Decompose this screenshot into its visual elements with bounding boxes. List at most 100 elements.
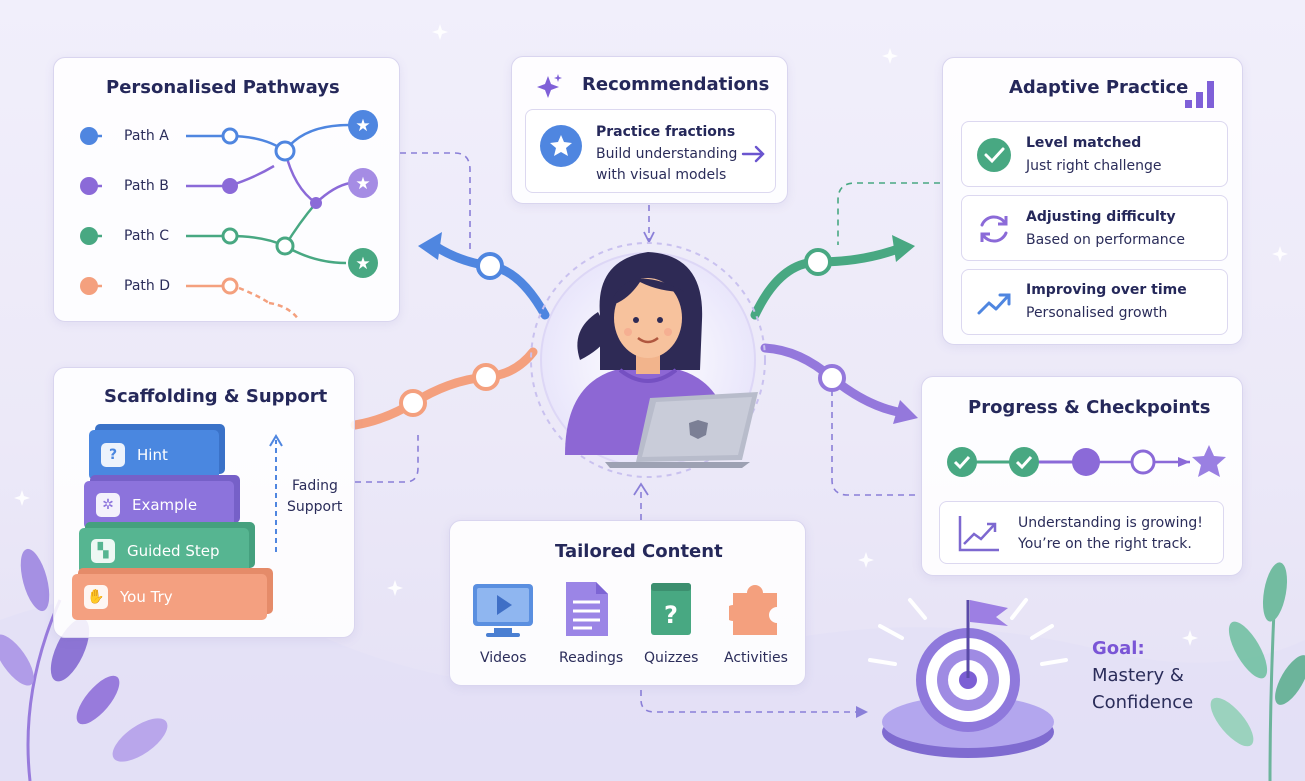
svg-text:?: ? xyxy=(664,601,678,629)
leaves-decoration-left xyxy=(0,548,168,781)
checkpoint-done-icon xyxy=(1009,447,1039,477)
hub-ring xyxy=(530,242,766,478)
adaptive-item-improving: Improving over time Personalised growth xyxy=(961,269,1228,335)
refresh-icon xyxy=(980,215,1008,243)
scaffolding-card: Scaffolding & Support ? Hint ✲ Example ▚… xyxy=(53,367,355,638)
hand-icon: ✋ xyxy=(84,585,108,609)
bar-chart-icon xyxy=(1185,81,1214,108)
recommendations-card: Recommendations Practice fractions Build… xyxy=(511,56,788,204)
quiz-icon[interactable]: ? xyxy=(648,581,694,637)
adaptive-item-desc: Based on performance xyxy=(1026,232,1185,248)
star-badge-icon xyxy=(540,125,582,167)
star-badge-icon-b: ★ xyxy=(348,168,378,198)
dashed-connectors xyxy=(355,152,940,713)
recommendation-item[interactable]: Practice fractions Build understanding w… xyxy=(525,109,776,193)
adaptive-item-title: Adjusting difficulty xyxy=(1026,209,1176,225)
checkpoint-done-icon xyxy=(947,447,977,477)
path-d-label: Path D xyxy=(124,278,170,294)
star-goal-icon xyxy=(1192,445,1226,477)
flow-node-blue xyxy=(476,252,504,280)
adaptive-item-desc: Personalised growth xyxy=(1026,305,1168,321)
adaptive-card: Adaptive Practice Level matched Just rig… xyxy=(942,57,1243,345)
sparkle-icons xyxy=(14,24,1288,646)
block-hint-label: Hint xyxy=(137,446,168,464)
path-a-icon xyxy=(80,127,102,145)
path-b-label: Path B xyxy=(124,178,169,194)
video-icon[interactable] xyxy=(472,582,534,638)
goal-line1: Mastery & xyxy=(1092,665,1184,686)
content-title: Tailored Content xyxy=(555,541,723,562)
progress-message-box: Understanding is growing! You’re on the … xyxy=(939,501,1224,564)
fading-arrow-icon xyxy=(269,434,283,552)
arrow-head-up xyxy=(633,482,649,496)
path-a-label: Path A xyxy=(124,128,169,144)
adaptive-item-level: Level matched Just right challenge xyxy=(961,121,1228,187)
fading-line1: Fading xyxy=(292,478,338,494)
leaves-decoration-right xyxy=(1210,562,1305,781)
content-label-readings: Readings xyxy=(559,650,624,666)
learner-illustration xyxy=(565,252,758,468)
progress-title: Progress & Checkpoints xyxy=(968,397,1211,418)
goal-line2: Confidence xyxy=(1092,692,1194,713)
flow-arrow-peach xyxy=(350,347,538,430)
flow-node-purple xyxy=(818,364,846,392)
flow-node-peach-2 xyxy=(472,363,500,391)
progress-card: Progress & Checkpoints Understanding is … xyxy=(921,376,1243,576)
block-you-try: ✋ You Try xyxy=(72,574,267,620)
scaffolding-title: Scaffolding & Support xyxy=(104,386,328,407)
goal-target-illustration xyxy=(868,598,1068,758)
block-guided-step: ▚ Guided Step xyxy=(79,528,249,574)
content-label-videos: Videos xyxy=(480,650,527,666)
pathways-diagram: ★ ★ ★ xyxy=(80,110,378,321)
svg-text:★: ★ xyxy=(355,174,370,194)
trend-up-icon xyxy=(977,293,1011,315)
puzzle-piece-icon[interactable] xyxy=(729,579,783,637)
adaptive-item-title: Level matched xyxy=(1026,135,1142,151)
path-b-icon xyxy=(80,177,102,195)
arrow-head-down xyxy=(643,231,655,245)
flow-node-green xyxy=(804,248,832,276)
star-badge-icon-c: ★ xyxy=(348,248,378,278)
grid-icon: ▚ xyxy=(91,539,115,563)
pathways-title: Personalised Pathways xyxy=(106,77,340,98)
check-circle-icon xyxy=(977,138,1011,172)
content-card: Tailored Content ? Videos Readings Quizz… xyxy=(449,520,806,686)
growth-chart-icon xyxy=(958,516,999,552)
goal-label: Goal: xyxy=(1092,638,1145,659)
fading-line2: Support xyxy=(287,499,343,515)
recommendation-line2: with visual models xyxy=(596,167,727,183)
content-label-activities: Activities xyxy=(724,650,788,666)
adaptive-item-title: Improving over time xyxy=(1026,282,1187,298)
progress-message-line2: You’re on the right track. xyxy=(1018,536,1192,552)
question-icon: ? xyxy=(101,443,125,467)
content-label-quizzes: Quizzes xyxy=(644,650,699,666)
pathways-card: Personalised Pathways ★ ★ ★ Path A xyxy=(53,57,400,322)
block-example: ✲ Example xyxy=(84,481,234,529)
block-hint: ? Hint xyxy=(89,430,219,480)
path-c-icon xyxy=(80,227,102,245)
recommendation-title: Practice fractions xyxy=(596,124,736,140)
recommendations-title: Recommendations xyxy=(582,74,770,95)
svg-text:★: ★ xyxy=(355,116,370,136)
block-example-label: Example xyxy=(132,496,198,514)
puzzle-icon: ✲ xyxy=(96,493,120,517)
path-c-label: Path C xyxy=(124,228,169,244)
document-icon[interactable] xyxy=(562,580,612,638)
arrow-right-icon[interactable] xyxy=(741,144,767,164)
checkpoint-current-icon xyxy=(1072,448,1100,476)
block-you-try-label: You Try xyxy=(120,588,173,606)
svg-text:★: ★ xyxy=(355,254,370,274)
sparkles-icon xyxy=(537,74,562,98)
path-d-icon xyxy=(80,277,102,295)
adaptive-title: Adaptive Practice xyxy=(1009,77,1189,98)
checkpoint-track xyxy=(947,445,1226,477)
goal-text: Goal: Mastery & Confidence xyxy=(1092,635,1193,716)
adaptive-item-desc: Just right challenge xyxy=(1026,158,1162,174)
star-badge-icon-a: ★ xyxy=(348,110,378,140)
recommendation-line1: Build understanding xyxy=(596,146,738,162)
block-guided-label: Guided Step xyxy=(127,542,220,560)
arrow-head-right xyxy=(856,706,868,718)
checkpoint-next-icon xyxy=(1130,449,1156,475)
